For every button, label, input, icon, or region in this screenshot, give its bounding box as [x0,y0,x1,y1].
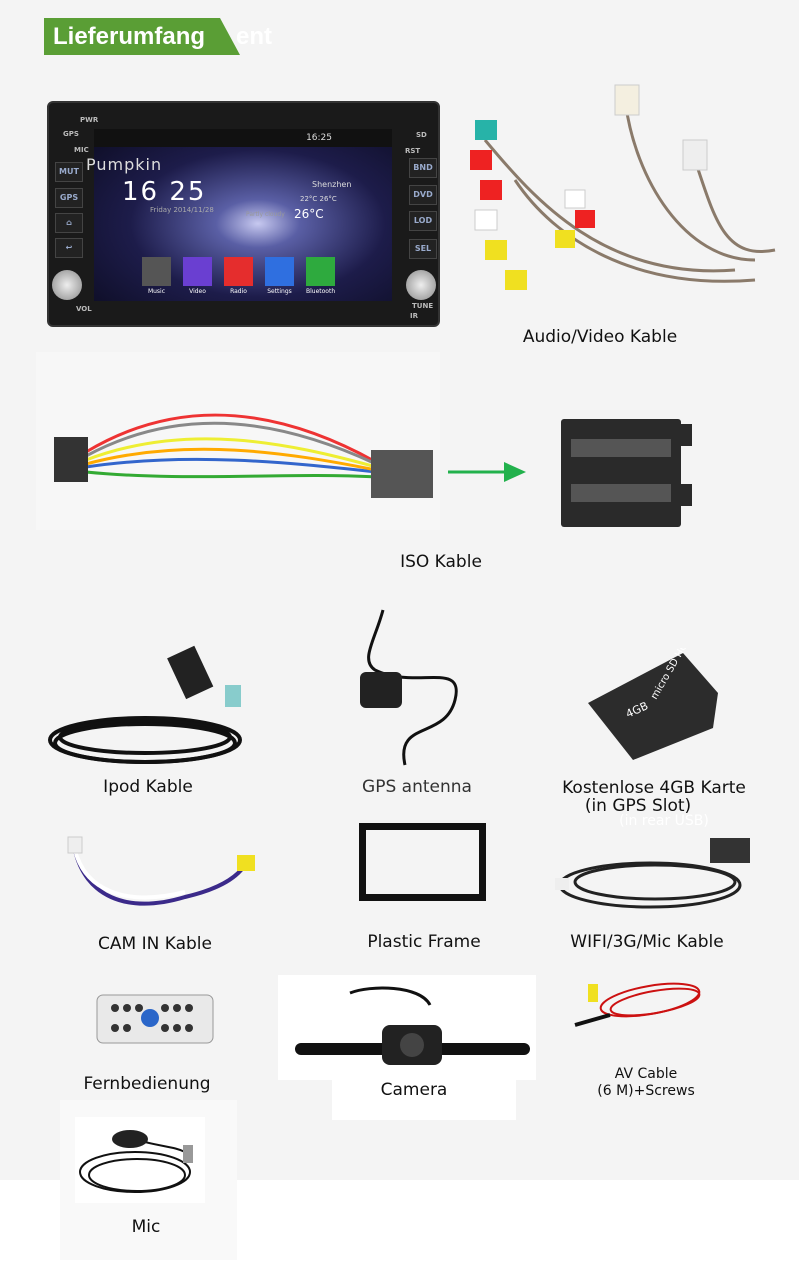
plastic-frame-image [359,823,486,901]
app-bluetooth: Bluetooth [306,257,335,295]
label-av-kable: Audio/Video Kable [522,327,678,347]
screen-city: Shenzhen [312,180,352,189]
screen-clock: 16 25 [122,177,207,207]
iso-connector-image [561,419,692,527]
volume-knob [52,270,82,300]
radio-icon [224,257,253,286]
gps-small-label: GPS [63,130,79,138]
label-sd-card: Kostenlose 4GB Karte [562,778,746,798]
ir-label: IR [410,312,418,320]
vol-label: VOL [76,305,92,313]
app-label: Bluetooth [306,288,336,295]
ghost-rear-usb: (in rear USB) [619,813,709,829]
remote-control-image [96,994,214,1044]
hu-button-bnd: BND [409,158,437,178]
hu-button-mut: MUT [55,162,83,182]
label-camera: Camera [380,1080,448,1100]
app-settings: Settings [265,257,294,295]
sd-label: SD [416,131,427,139]
app-label: Radio [230,288,247,295]
screen-temp-range: 22°C 26°C [300,195,337,203]
screen-date: Friday 2014/11/28 [150,206,214,214]
bluetooth-icon [306,257,335,286]
app-video: Video [183,257,212,295]
head-unit-screen: 16:25 16 25 Friday 2014/11/28 Shenzhen 2… [94,129,392,301]
mic-image [75,1117,205,1203]
screen-temp: 26°C [294,207,324,221]
hu-button-sel: SEL [409,239,437,259]
hu-button-lod: LOD [409,211,437,231]
hu-button-back: ↩ [55,238,83,258]
camera-label-box [332,1080,516,1120]
ghost-text: ent [236,23,272,50]
wifi-3g-mic-cable-image [555,838,750,909]
label-gps-antenna: GPS antenna [362,777,472,797]
iso-cable-image [36,352,440,530]
app-row: Music Video Radio Settings Bluetooth [142,257,335,295]
app-music: Music [142,257,171,295]
hu-button-dvd: DVD [409,185,437,205]
music-icon [142,257,171,286]
label-plastic-frame: Plastic Frame [367,932,481,952]
rst-label: RST [405,147,421,155]
ipod-cable-image [48,645,242,764]
label-fernbedienung: Fernbedienung [83,1074,211,1094]
video-icon [183,257,212,286]
label-sd-card-sub: (in GPS Slot) [584,796,692,816]
hu-button-home: ⌂ [55,213,83,233]
status-bar: 16:25 [94,129,392,147]
label-cam-in-kable: CAM IN Kable [98,934,212,954]
app-label: Music [147,288,166,295]
cam-in-cable-image [67,836,255,906]
label-wifi-kable: WIFI/3G/Mic Kable [570,932,724,952]
label-av-cable: AV Cable [614,1066,678,1082]
screen-weather: Partly cloudy [246,211,285,218]
av-cable-6m-image [574,982,701,1027]
section-title: Lieferumfang [53,23,206,50]
gear-icon [265,257,294,286]
label-av-cable-sub: (6 M)+Screws [597,1083,695,1099]
app-label: Video [189,288,206,295]
brand-logo: Pumpkin [86,155,163,174]
status-time: 16:25 [306,133,332,143]
gps-antenna-image [360,609,458,766]
hu-button-gps: GPS [55,188,83,208]
pwr-label: PWR [80,116,99,124]
arrow-icon [448,462,526,482]
app-label: Settings [267,288,292,295]
mic-label: MIC [74,146,89,154]
section-banner: Lieferumfang [44,18,240,55]
app-radio: Radio [224,257,253,295]
label-ipod-kable: Ipod Kable [103,777,193,797]
camera-image [295,986,530,1065]
av-cable-image [470,84,776,290]
tune-knob [406,270,436,300]
tune-label: TUNE [412,302,434,310]
label-iso-kable: ISO Kable [400,552,482,572]
label-mic: Mic [131,1217,161,1237]
